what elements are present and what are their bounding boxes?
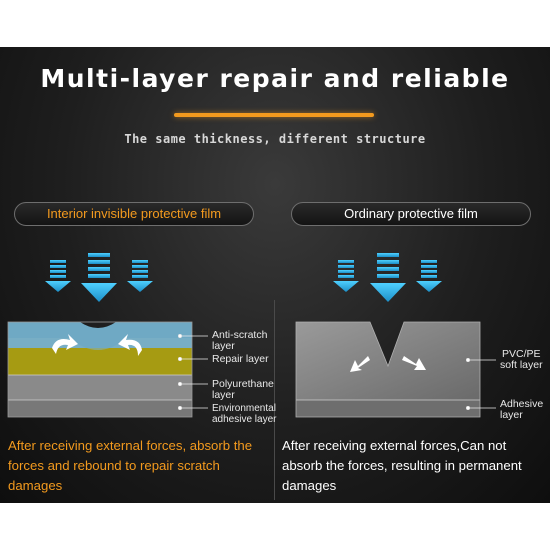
left-heading-pill: Interior invisible protective film [14,202,254,226]
adhesive-layer-right [296,400,480,417]
left-force-arrows [45,253,153,302]
right-leader-lines [465,357,496,410]
left-small-arrow-2 [127,260,153,292]
crack-arrow-right [402,356,426,370]
left-leader-lines [177,333,208,410]
rebound-arrow-left [52,334,78,354]
rebound-arrow-right [118,334,142,356]
left-big-arrow [81,253,117,302]
right-big-arrow [370,253,406,302]
polyurethane-layer [8,375,192,400]
pvc-pe-layer [296,322,480,400]
right-force-arrows [333,253,442,302]
label-polyurethane: Polyurethane layer [212,378,274,401]
right-heading-pill: Ordinary protective film [291,202,531,226]
right-description: After receiving external forces,Can not … [282,438,522,493]
right-small-arrow-1 [333,260,359,292]
title-underline [174,113,374,117]
page-title: Multi-layer repair and reliable [40,64,510,93]
left-film-stack [7,321,193,418]
label-anti-scratch: Anti-scratch layer [212,329,268,352]
crack-arrow-left [350,356,370,372]
right-small-arrow-2 [416,260,442,292]
label-environmental-adhesive: Environmental adhesive layer [212,403,277,425]
label-pvc-pe: PVC/PE soft layer [500,348,543,371]
left-small-arrow-1 [45,260,71,292]
adhesive-layer-left [8,400,192,417]
repair-layer [8,348,192,375]
left-description: After receiving external forces, absorb … [8,438,253,493]
column-divider [274,300,275,500]
label-adhesive: Adhesive layer [500,398,544,421]
page-subtitle: The same thickness, different structure [124,132,426,146]
right-film-stack [295,321,481,418]
label-repair: Repair layer [212,353,269,365]
